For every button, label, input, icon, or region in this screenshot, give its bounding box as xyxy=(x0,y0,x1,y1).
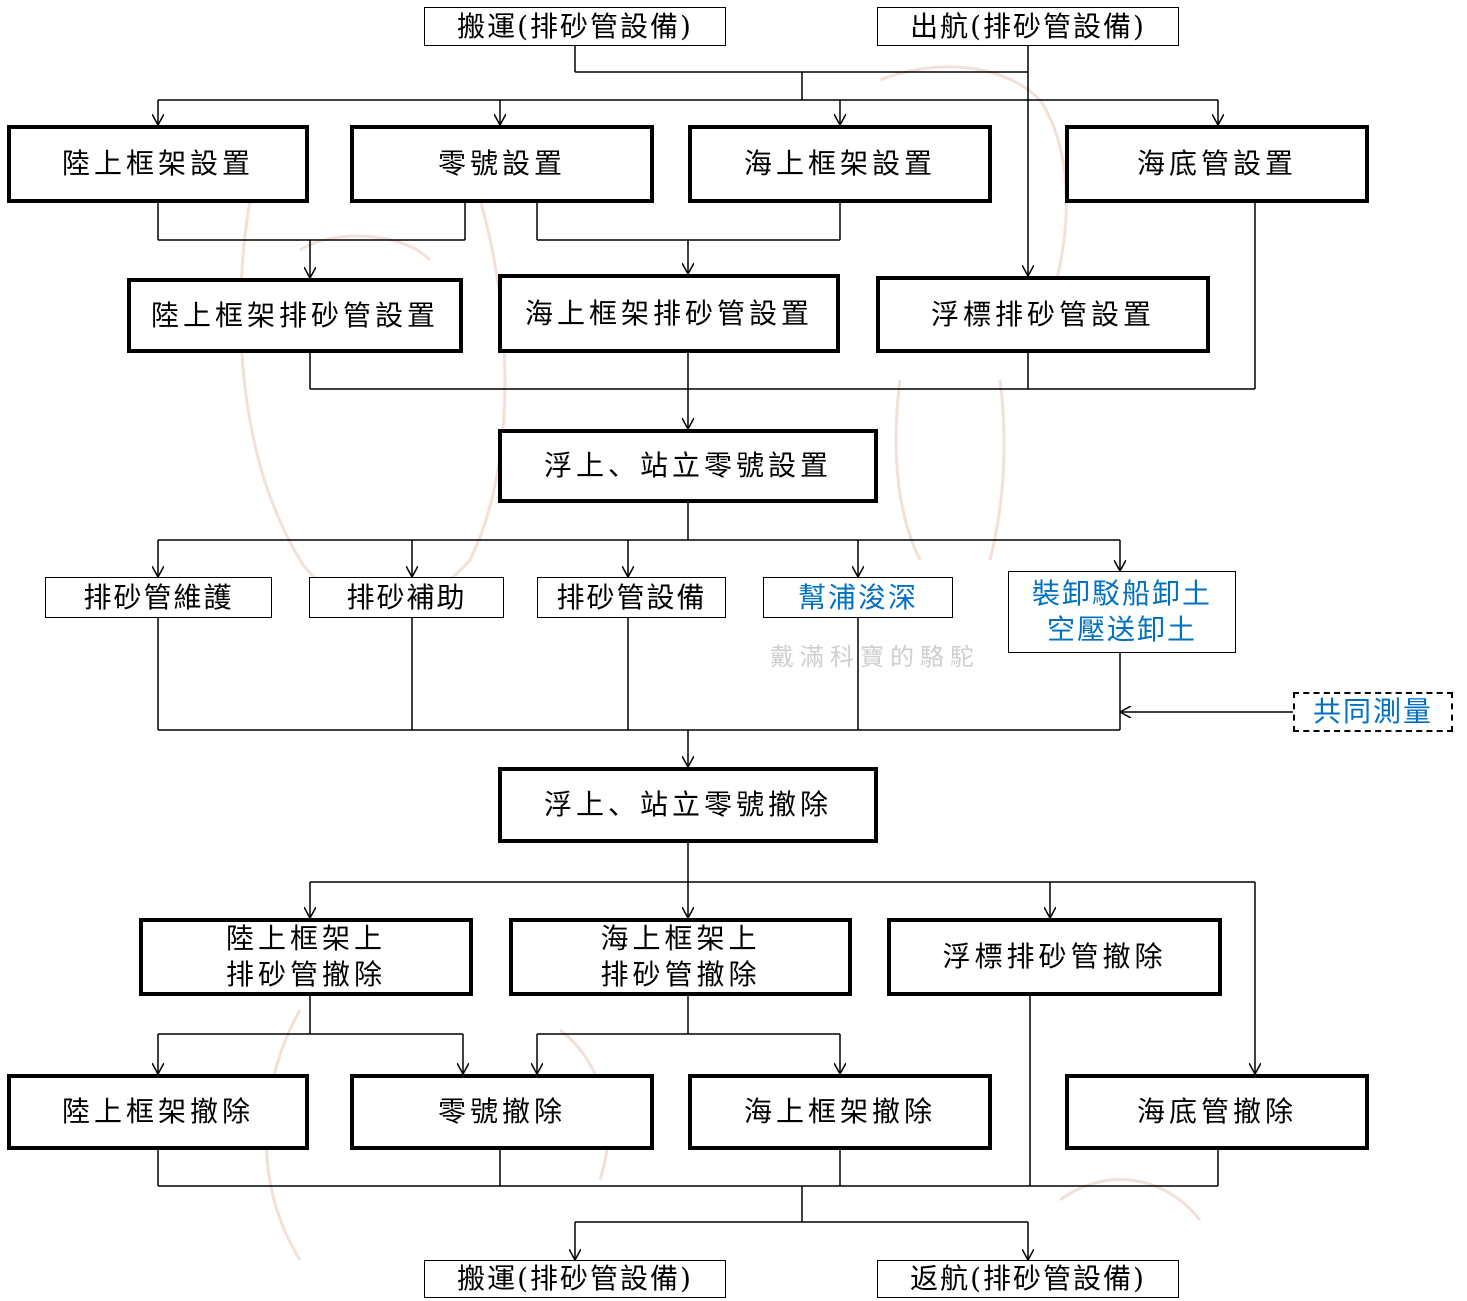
zero-setup-node: 零號設置 xyxy=(350,125,654,203)
node-label: 浮標排砂管設置 xyxy=(930,297,1155,331)
node-label: 搬運(排砂管設備) xyxy=(457,1262,693,1295)
node-label: 海上框架撤除 xyxy=(743,1095,936,1128)
node-label: 零號撤除 xyxy=(437,1095,566,1128)
node-label: 陸上框架撤除 xyxy=(61,1095,254,1128)
node-label: 搬運(排砂管設備) xyxy=(457,9,693,43)
node-label-line1: 裝卸駁船卸土 xyxy=(1031,577,1212,610)
node-label: 排砂管維護 xyxy=(83,580,234,614)
node-label: 幫浦浚深 xyxy=(797,580,918,614)
watermark-caption: 戴滿科寶的駱駝 xyxy=(770,643,980,671)
seabed-pipe-removal-node: 海底管撤除 xyxy=(1065,1074,1369,1150)
joint-survey-node: 共同測量 xyxy=(1293,692,1453,732)
sea-frame-removal-node: 海上框架撤除 xyxy=(688,1074,992,1150)
node-label: 海底管設置 xyxy=(1136,147,1297,180)
node-label: 共同測量 xyxy=(1312,695,1433,728)
float-zero-setup-node: 浮上、站立零號設置 xyxy=(498,429,878,503)
float-zero-removal-node: 浮上、站立零號撤除 xyxy=(498,767,878,843)
node-label-line1: 陸上框架上 xyxy=(225,922,386,955)
land-frame-pipe-setup-node: 陸上框架排砂管設置 xyxy=(127,278,463,353)
barge-unload-node: 裝卸駁船卸土空壓送卸土 xyxy=(1008,571,1236,653)
node-label: 零號設置 xyxy=(437,147,566,180)
node-label: 海底管撤除 xyxy=(1136,1095,1297,1128)
land-frame-pipe-removal-node: 陸上框架上排砂管撤除 xyxy=(139,918,473,996)
pipe-equipment-node: 排砂管設備 xyxy=(537,577,726,618)
node-label: 排砂補助 xyxy=(346,580,467,614)
transport-in-node: 搬運(排砂管設備) xyxy=(424,7,726,46)
node-label: 浮上、站立零號設置 xyxy=(543,449,832,482)
sail-out-node: 出航(排砂管設備) xyxy=(877,7,1179,46)
node-label: 浮上、站立零號撤除 xyxy=(543,788,832,821)
node-label: 排砂管設備 xyxy=(556,580,707,614)
discharge-assist-node: 排砂補助 xyxy=(309,577,504,618)
sail-return-node: 返航(排砂管設備) xyxy=(877,1260,1179,1298)
node-label: 返航(排砂管設備) xyxy=(910,1262,1146,1295)
pump-dredging-node: 幫浦浚深 xyxy=(763,577,953,618)
sea-frame-pipe-removal-node: 海上框架上排砂管撤除 xyxy=(509,918,852,996)
node-label: 出航(排砂管設備) xyxy=(910,9,1146,43)
node-label: 陸上框架排砂管設置 xyxy=(150,298,439,332)
sea-frame-setup-node: 海上框架設置 xyxy=(688,125,992,203)
node-label: 海上框架排砂管設置 xyxy=(524,296,813,330)
node-label: 海上框架設置 xyxy=(743,147,936,180)
node-label-line2: 排砂管撤除 xyxy=(600,958,761,991)
node-label-line2: 空壓送卸土 xyxy=(1046,613,1197,646)
node-label-line1: 海上框架上 xyxy=(600,922,761,955)
land-frame-removal-node: 陸上框架撤除 xyxy=(7,1074,309,1150)
zero-removal-node: 零號撤除 xyxy=(350,1074,654,1150)
seabed-pipe-setup-node: 海底管設置 xyxy=(1065,125,1369,203)
node-label-line2: 排砂管撤除 xyxy=(225,958,386,991)
transport-out-node: 搬運(排砂管設備) xyxy=(424,1260,726,1298)
sea-frame-pipe-setup-node: 海上框架排砂管設置 xyxy=(498,274,840,353)
buoy-pipe-removal-node: 浮標排砂管撤除 xyxy=(887,918,1222,996)
node-label: 陸上框架設置 xyxy=(61,147,254,180)
land-frame-setup-node: 陸上框架設置 xyxy=(7,125,309,203)
node-label: 浮標排砂管撤除 xyxy=(942,940,1167,973)
buoy-pipe-setup-node: 浮標排砂管設置 xyxy=(876,276,1210,353)
pipe-maintenance-node: 排砂管維護 xyxy=(45,577,272,618)
